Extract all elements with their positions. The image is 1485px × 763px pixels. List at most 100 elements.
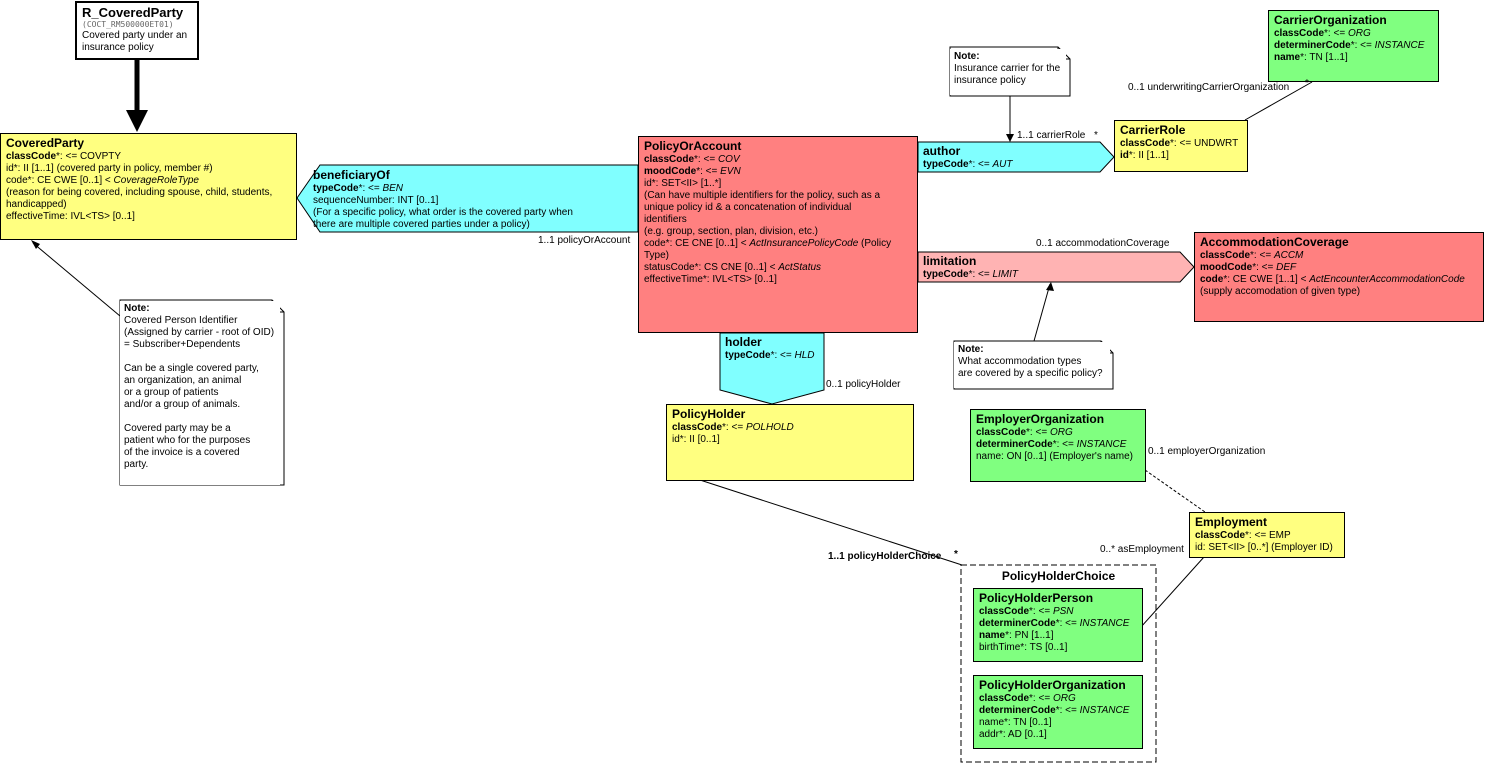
- attribute-line: unique policy id & a concatenation of in…: [644, 202, 852, 213]
- attribute-line: (supply accomodation of given type): [1200, 286, 1361, 297]
- box-title: CoveredParty: [6, 136, 85, 150]
- attribute-line: classCode*: <= ORG: [979, 693, 1076, 704]
- attribute-line: id*: II [1..1]: [1120, 150, 1169, 161]
- attribute-line: determinerCode*: <= INSTANCE: [979, 618, 1130, 629]
- note-covered-link: [32, 242, 121, 317]
- attribute-line: (reason for being covered, including spo…: [6, 187, 273, 198]
- attribute-line: name*: TN [1..1]: [1274, 52, 1348, 63]
- note-carrier-body: Insurance carrier for the insurance poli…: [954, 63, 1061, 86]
- note-accommodation-body: What accommodation types are covered by …: [958, 356, 1103, 379]
- author-shape: [917, 141, 1115, 173]
- attribute-line: Type): [644, 250, 670, 261]
- attribute-line: determinerCode*: <= INSTANCE: [1274, 40, 1425, 51]
- label-underwriting-star: *: [1305, 78, 1309, 89]
- attribute-line: determinerCode*: <= INSTANCE: [976, 439, 1127, 450]
- attribute-line: determinerCode*: <= INSTANCE: [979, 705, 1130, 716]
- attribute-line: (e.g. group, section, plan, division, et…: [644, 226, 818, 237]
- attribute-line: name*: TN [0..1]: [979, 717, 1052, 728]
- header-box: R_CoveredParty (COCT_RM500000ET01) Cover…: [75, 1, 199, 60]
- box-title: CarrierRole: [1120, 123, 1186, 137]
- employer-link: [1144, 469, 1206, 513]
- attribute-line: classCode*: <= COV: [644, 154, 740, 165]
- attribute-line: classCode*: <= PSN: [979, 606, 1074, 617]
- attribute-line: id*: SET<II> [1..*]: [644, 178, 722, 189]
- attribute-line: typeCode*: <= LIMIT: [923, 269, 1019, 280]
- attribute-line: classCode*: <= UNDWRT: [1120, 138, 1239, 149]
- attribute-line: id*: II [1..1] (covered party in policy,…: [6, 163, 213, 174]
- attribute-line: handicapped): [6, 199, 67, 210]
- box-title: PolicyOrAccount: [644, 139, 742, 153]
- header-id: (COCT_RM500000ET01): [82, 20, 174, 29]
- attribute-line: there are multiple covered parties under…: [313, 219, 530, 230]
- attribute-line: classCode*: <= EMP: [1195, 530, 1291, 541]
- note-covered-arrow: [31, 240, 40, 249]
- attribute-line: typeCode*: <= AUT: [923, 159, 1013, 170]
- attribute-line: effectiveTime*: IVL<TS> [0..1]: [644, 274, 777, 285]
- attribute-line: typeCode*: <= HLD: [725, 350, 815, 361]
- attribute-line: typeCode*: <= BEN: [313, 183, 404, 194]
- box-title: holder: [725, 335, 762, 349]
- label-employer-organization: 0..1 employerOrganization: [1148, 446, 1266, 457]
- attribute-line: id*: II [0..1]: [672, 434, 720, 445]
- holder-shape: [719, 332, 825, 405]
- box-title: author: [923, 144, 961, 158]
- box-title: beneficiaryOf: [313, 168, 390, 182]
- header-arrow-head: [126, 110, 148, 132]
- attribute-line: name: ON [0..1] (Employer's name): [976, 451, 1133, 462]
- label-as-employment: 0..* asEmployment: [1100, 544, 1184, 555]
- attribute-line: moodCode*: <= DEF: [1200, 262, 1297, 273]
- choice-box: [960, 564, 1157, 763]
- attribute-line: statusCode*: CS CNE [0..1] < ActStatus: [644, 262, 822, 273]
- label-policy-holder-choice: 1..1 policyHolderChoice: [828, 551, 942, 562]
- label-policy-holder: 0..1 policyHolder: [826, 379, 901, 390]
- attribute-line: classCode*: <= ORG: [1274, 28, 1371, 39]
- note-carrier-arrow: [1006, 134, 1014, 142]
- attribute-line: (For a specific policy, what order is th…: [313, 207, 573, 218]
- attribute-line: classCode*: <= COVPTY: [6, 151, 122, 162]
- attribute-line: id: SET<II> [0..*] (Employer ID): [1195, 542, 1333, 553]
- attribute-line: classCode*: <= ACCM: [1200, 250, 1304, 261]
- attribute-line: birthTime*: TS [0..1]: [979, 642, 1068, 653]
- attribute-line: classCode*: <= POLHOLD: [672, 422, 794, 433]
- note-carrier: Note: Insurance carrier for the insuranc…: [950, 49, 1066, 95]
- attribute-line: code*: CE CWE [1..1] < ActEncounterAccom…: [1200, 274, 1465, 285]
- label-carrier-role: 1..1 carrierRole: [1017, 130, 1086, 141]
- box-title: Employment: [1195, 515, 1268, 529]
- label-underwriting: 0..1 underwritingCarrierOrganization: [1128, 82, 1290, 93]
- attribute-line: sequenceNumber: INT [0..1]: [313, 195, 439, 206]
- note-carrier-title: Note:: [954, 51, 980, 62]
- note-accommodation-arrow: [1046, 282, 1054, 291]
- header-title: R_CoveredParty: [82, 5, 184, 20]
- attribute-line: classCode*: <= ORG: [976, 427, 1073, 438]
- attribute-line: moodCode*: <= EVN: [644, 166, 741, 177]
- header-description: Covered party under an insurance policy: [82, 30, 188, 53]
- note-accommodation-link: [1033, 283, 1051, 342]
- label-accommodation-coverage: 0..1 accommodationCoverage: [1036, 238, 1170, 249]
- attribute-line: name*: PN [1..1]: [979, 630, 1054, 641]
- attribute-line: addr*: AD [0..1]: [979, 729, 1047, 740]
- choice-title: PolicyHolderChoice: [1001, 569, 1116, 583]
- box-title: limitation: [923, 254, 977, 268]
- attribute-line: (Can have multiple identifiers for the p…: [644, 190, 881, 201]
- note-accommodation: Note: What accommodation types are cover…: [954, 342, 1110, 388]
- underwriting-link: [1244, 81, 1313, 121]
- as-employment-link: [1140, 556, 1205, 628]
- box-title: PolicyHolderPerson: [979, 591, 1094, 605]
- box-title: PolicyHolderOrganization: [979, 678, 1126, 692]
- box-title: EmployerOrganization: [976, 412, 1105, 426]
- label-policy-holder-choice-star: *: [954, 549, 958, 560]
